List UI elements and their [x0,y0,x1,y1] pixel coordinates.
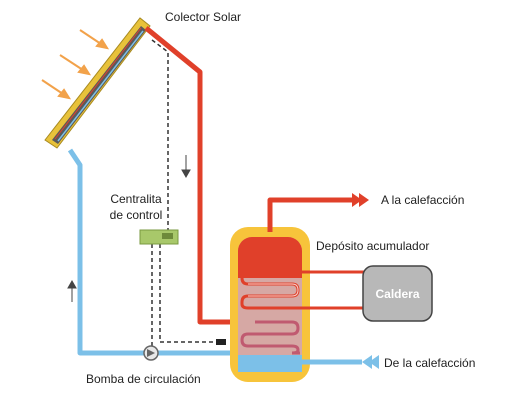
temperature-sensor [216,339,226,345]
inlet-arrow [362,355,379,369]
sun-ray-arrows [41,29,110,100]
hot-pipe-circuit [144,26,255,325]
heating-in-label: De la calefacción [384,356,476,370]
pump-icon [143,345,159,361]
pump-label: Bomba de circulación [86,372,201,386]
solar-collector [44,17,151,149]
sensor-wire [151,39,225,348]
control-unit [139,229,179,245]
boiler-coil-highlight [248,283,299,297]
boiler-box [362,265,433,322]
flow-direction-arrow-down [181,155,191,179]
heating-out-label: A la calefacción [381,193,465,207]
collector-label: Colector Solar [165,10,242,24]
flow-direction-arrow-up [67,279,77,302]
outlet-arrow [352,193,369,207]
tank-label: Depósito acumulador [316,239,430,253]
controller-label-line2: de control [109,208,163,222]
controller-label-line1: Centralita [110,192,162,206]
heating-outlet-pipe [267,197,355,232]
boiler-label: Caldera [375,287,420,301]
solar-coil [240,320,300,355]
